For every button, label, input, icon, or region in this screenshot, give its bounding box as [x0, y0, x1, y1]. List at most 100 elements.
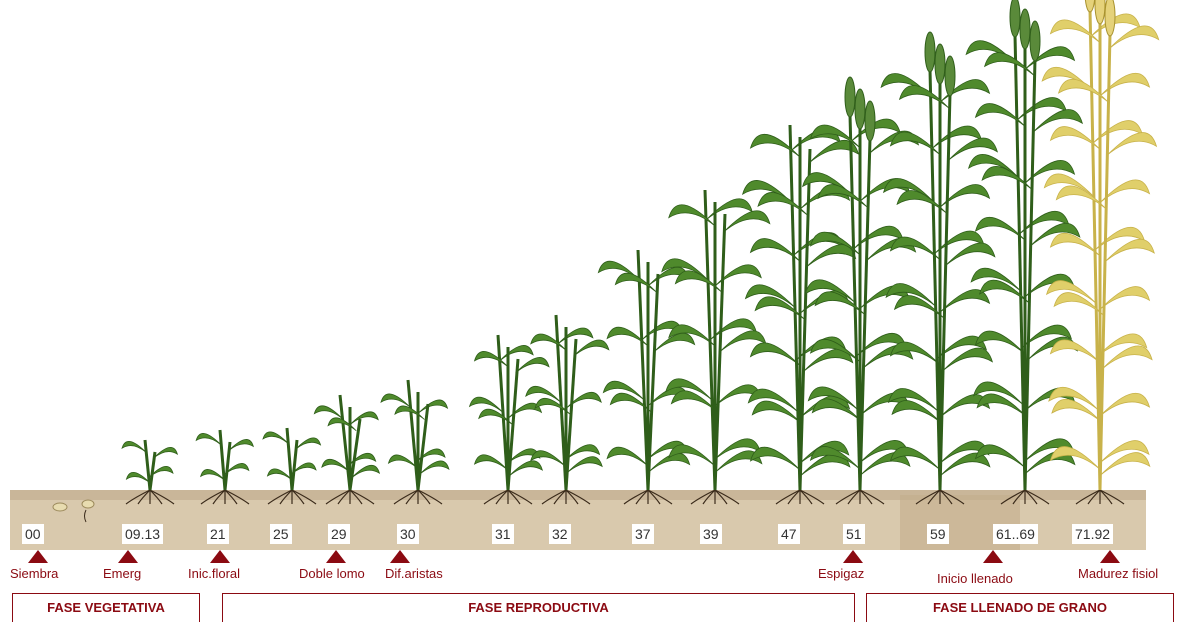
- wheat-head: [1010, 0, 1020, 37]
- wheat-head: [845, 77, 855, 117]
- leaf: [669, 205, 715, 226]
- leaf: [724, 211, 770, 232]
- wheat-head: [1020, 9, 1030, 49]
- leaf: [419, 461, 448, 475]
- leaf: [263, 432, 288, 444]
- zadoks-code: 71.92: [1072, 524, 1113, 544]
- event-label: Espigaz: [818, 566, 864, 581]
- zadoks-code: 59: [927, 524, 949, 544]
- zadoks-code: 31: [492, 524, 514, 544]
- leaf: [812, 399, 862, 422]
- leaf: [314, 406, 342, 419]
- leaf: [122, 441, 146, 452]
- event-label: Doble lomo: [299, 566, 365, 581]
- event-marker-icon: [390, 550, 410, 563]
- zadoks-code: 61..69: [993, 524, 1038, 544]
- leaf: [381, 394, 410, 408]
- leaf: [751, 134, 801, 157]
- stem: [287, 428, 292, 490]
- leaf: [607, 447, 648, 466]
- wheat-head: [935, 44, 945, 84]
- event-label: Dif.aristas: [385, 566, 443, 581]
- leaf: [945, 243, 995, 266]
- wheat-plant: [1042, 0, 1159, 504]
- leaf: [815, 292, 865, 315]
- leaf: [228, 439, 253, 451]
- event-marker-icon: [28, 550, 48, 563]
- wheat-plant: [881, 32, 997, 504]
- wheat-plant: [470, 335, 549, 504]
- wheat-head: [1105, 0, 1115, 36]
- leaf: [1051, 340, 1101, 363]
- wheat-plant: [381, 380, 449, 504]
- leaf: [1056, 186, 1106, 209]
- leaf: [892, 400, 942, 423]
- phase-label: FASE LLENADO DE GRANO: [866, 593, 1174, 622]
- seed-icon: [53, 503, 67, 511]
- stem: [225, 442, 230, 490]
- leaf: [1100, 287, 1150, 310]
- leaf: [567, 457, 602, 473]
- leaf: [295, 438, 320, 450]
- event-marker-icon: [210, 550, 230, 563]
- phase-label: FASE VEGETATIVA: [12, 593, 200, 622]
- zadoks-code: 25: [270, 524, 292, 544]
- leaf: [1105, 239, 1155, 262]
- wheat-head: [1030, 21, 1040, 61]
- wheat-head: [855, 89, 865, 129]
- leaf: [806, 245, 856, 268]
- wheat-head: [925, 32, 935, 72]
- leaf: [350, 412, 378, 425]
- wheat-head: [1085, 0, 1095, 12]
- leaf: [509, 461, 542, 476]
- leaf: [416, 449, 445, 463]
- leaf: [516, 357, 549, 372]
- event-label: Emerg: [103, 566, 141, 581]
- leaf: [1051, 233, 1101, 256]
- seed-icon: [82, 500, 94, 508]
- leaf: [348, 453, 376, 466]
- event-marker-icon: [983, 550, 1003, 563]
- leaf: [654, 333, 695, 352]
- event-marker-icon: [326, 550, 346, 563]
- event-marker-icon: [1100, 550, 1120, 563]
- zadoks-code: 29: [328, 524, 350, 544]
- stem: [292, 440, 297, 490]
- leaf: [475, 351, 508, 366]
- zadoks-code: 30: [397, 524, 419, 544]
- zadoks-code: 21: [207, 524, 229, 544]
- event-label: Inic.floral: [188, 566, 240, 581]
- zadoks-code: 09.13: [122, 524, 163, 544]
- zadoks-code: 51: [843, 524, 865, 544]
- zadoks-code: 47: [778, 524, 800, 544]
- leaf: [196, 433, 221, 445]
- leaf: [755, 297, 805, 320]
- leaf: [475, 455, 508, 470]
- event-label: Inicio llenado: [937, 571, 1013, 586]
- leaf: [1100, 393, 1150, 416]
- wheat-head: [865, 101, 875, 141]
- wheat-plant: [314, 395, 379, 504]
- wheat-head: [1095, 0, 1105, 24]
- leaf: [943, 348, 993, 371]
- leaf: [153, 447, 177, 458]
- zadoks-code: 32: [549, 524, 571, 544]
- wheat-plant: [743, 125, 859, 504]
- event-marker-icon: [118, 550, 138, 563]
- leaf: [351, 465, 379, 478]
- phase-label: FASE REPRODUCTIVA: [222, 593, 855, 622]
- zadoks-code: 00: [22, 524, 44, 544]
- zadoks-code: 39: [700, 524, 722, 544]
- wheat-plant: [598, 250, 694, 504]
- wheat-head: [945, 56, 955, 96]
- leaf: [1107, 133, 1157, 156]
- event-marker-icon: [843, 550, 863, 563]
- leaf: [976, 217, 1026, 240]
- leaf: [500, 345, 533, 360]
- leaf: [615, 273, 656, 292]
- leaf: [418, 400, 447, 414]
- leaf: [1103, 346, 1153, 369]
- leaf: [900, 85, 950, 108]
- leaf: [1109, 26, 1159, 49]
- leaf: [574, 340, 609, 356]
